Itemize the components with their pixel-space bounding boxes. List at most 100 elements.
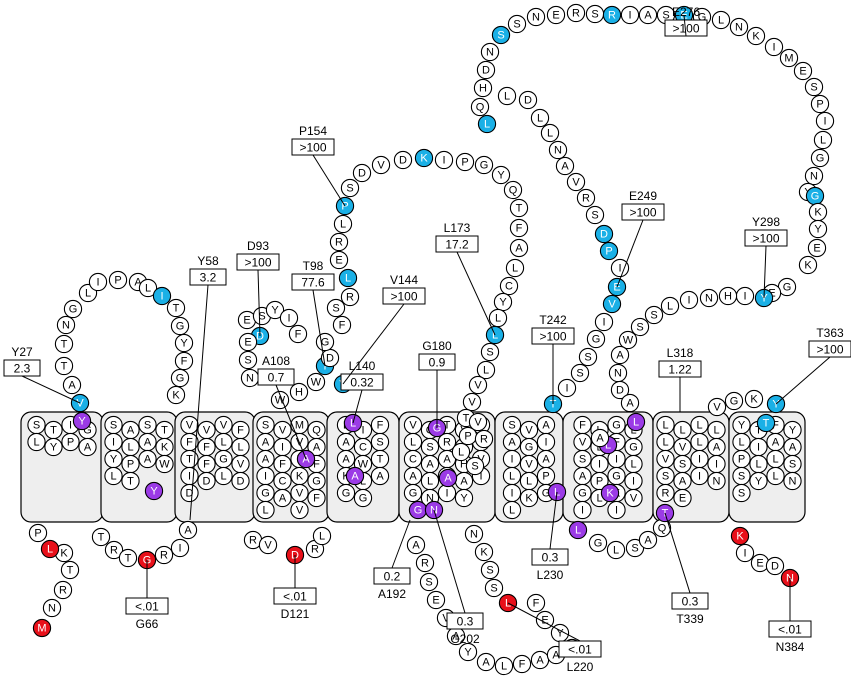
residue-s-144: S — [491, 25, 511, 45]
svg-text:G: G — [409, 488, 418, 500]
tm-residue-9-8: P — [732, 449, 751, 469]
svg-text:A: A — [579, 471, 587, 483]
residue-r-131: R — [576, 188, 596, 208]
tm-residue-8-4: L — [656, 432, 675, 452]
residue-a-152: A — [638, 5, 658, 25]
tm-residue-4-13: G — [353, 488, 373, 508]
tm-residue-3-17: A — [273, 488, 292, 508]
svg-text:V: V — [679, 442, 687, 454]
svg-text:L: L — [696, 437, 702, 449]
svg-text:G: G — [312, 476, 321, 488]
tm-residue-3-2: M — [290, 415, 309, 435]
tm-residue-1-9: P — [121, 454, 140, 474]
residue-g-169: G — [805, 186, 825, 206]
tm-residue-2-12: I — [180, 466, 199, 486]
annotation-value: 0.7 — [268, 371, 285, 385]
svg-text:A: A — [772, 437, 780, 449]
tm-residue-3-8: A — [256, 449, 275, 469]
residue-f-75: F — [509, 218, 529, 238]
svg-text:I: I — [618, 263, 621, 275]
tm-residue-2-11: V — [231, 454, 250, 474]
annotation-label: E276 — [672, 5, 700, 19]
residue-i-180: I — [679, 290, 699, 310]
residue-i-120: I — [557, 378, 577, 398]
annotation-value: >100 — [672, 22, 699, 36]
svg-text:V: V — [409, 420, 417, 432]
svg-text:D: D — [616, 385, 624, 397]
svg-text:Q: Q — [312, 425, 321, 437]
svg-text:G: G — [433, 423, 442, 435]
svg-text:W: W — [358, 459, 369, 471]
svg-text:S: S — [426, 442, 433, 454]
annotation-t242: T242>100 — [531, 313, 575, 404]
svg-text:L: L — [772, 471, 778, 483]
svg-text:D: D — [186, 488, 194, 500]
residue-s-82: S — [480, 342, 500, 362]
annotation-label: T242 — [539, 313, 567, 327]
tm-residue-6-4: G — [519, 437, 539, 457]
svg-text:F: F — [203, 442, 210, 454]
svg-text:V: V — [474, 417, 482, 429]
residue-q-199: Q — [652, 518, 672, 538]
svg-text:L: L — [492, 330, 498, 342]
svg-text:V: V — [525, 425, 533, 437]
svg-text:F: F — [519, 659, 526, 671]
residue-p-128: P — [599, 241, 619, 261]
residue-i-25: I — [152, 286, 172, 306]
residue-e-147: E — [546, 5, 566, 25]
svg-text:L: L — [738, 437, 744, 449]
residue-n-143: N — [480, 42, 500, 62]
tm-residue-4-8: T — [370, 449, 390, 469]
residue-i-124: I — [594, 312, 614, 332]
tm-residue-1-4: I — [104, 432, 123, 452]
svg-text:A: A — [144, 437, 152, 449]
svg-text:V: V — [468, 397, 476, 409]
svg-text:A: A — [508, 437, 516, 449]
svg-text:A: A — [351, 471, 359, 483]
svg-text:L: L — [755, 459, 761, 471]
tm-residue-1-7: K — [155, 437, 174, 457]
svg-text:N: N — [486, 47, 494, 59]
svg-text:A: A — [262, 454, 270, 466]
svg-text:Y: Y — [497, 170, 505, 182]
svg-text:I: I — [698, 454, 701, 466]
svg-text:E: E — [541, 615, 548, 627]
annotation-label: L230 — [537, 568, 564, 582]
residue-r-2: R — [53, 580, 73, 600]
svg-text:S: S — [789, 459, 796, 471]
svg-text:N: N — [532, 12, 540, 24]
residue-a-103: A — [446, 626, 466, 646]
svg-text:P: P — [605, 246, 612, 258]
tm-residue-7-11: L — [624, 454, 643, 474]
residue-c-78: C — [499, 276, 519, 296]
svg-text:A: A — [552, 650, 560, 662]
residue-a-185: A — [610, 345, 630, 365]
residue-s-64: S — [340, 178, 360, 198]
residue-d-187: D — [610, 380, 630, 400]
svg-text:V: V — [630, 493, 638, 505]
svg-text:Y: Y — [78, 416, 86, 428]
svg-text:F: F — [339, 320, 346, 332]
residue-l-106: L — [494, 656, 514, 676]
tm-residue-0-0: S — [27, 415, 46, 435]
svg-text:Q: Q — [509, 185, 518, 197]
annotation-value: >100 — [390, 290, 417, 304]
svg-text:E: E — [679, 493, 686, 505]
svg-text:S: S — [584, 352, 591, 364]
tm-residue-9-10: L — [766, 449, 785, 469]
svg-text:P: P — [464, 431, 471, 443]
svg-text:A: A — [68, 380, 76, 392]
svg-text:L: L — [483, 365, 489, 377]
svg-text:F: F — [295, 329, 302, 341]
svg-text:Y: Y — [499, 297, 507, 309]
svg-text:V: V — [296, 505, 304, 517]
residue-d-142: D — [476, 60, 496, 80]
svg-text:T: T — [463, 413, 470, 425]
annotation-value: >100 — [629, 206, 656, 220]
svg-text:K: K — [750, 394, 758, 406]
svg-text:A: A — [313, 442, 321, 454]
svg-text:L: L — [127, 442, 133, 454]
svg-text:C: C — [359, 442, 367, 454]
tm-residue-0-6: P — [61, 432, 80, 452]
